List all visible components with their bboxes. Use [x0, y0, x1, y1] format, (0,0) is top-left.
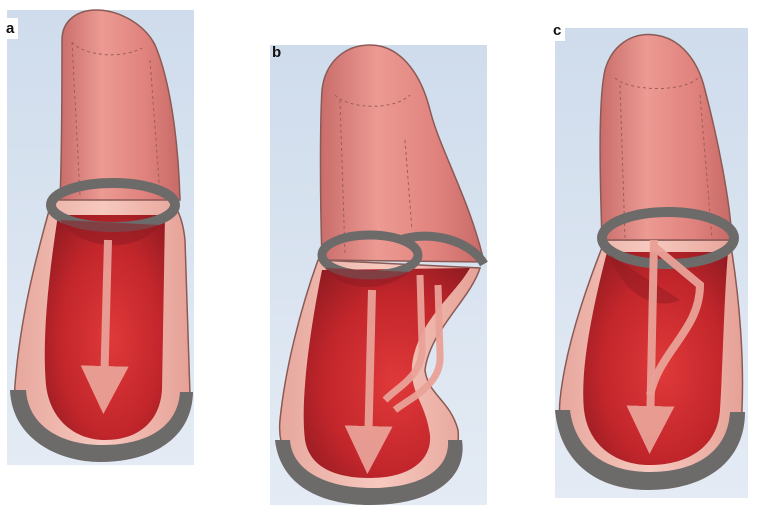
panel-c-label: c [549, 20, 565, 41]
panel-b-label: b [268, 42, 285, 63]
panel-a-heart [10, 10, 193, 462]
panel-c-flow-arrow-main [650, 240, 654, 430]
panel-b-heart [275, 45, 484, 505]
panel-b-atrium [321, 45, 485, 262]
panel-a-flow-arrow [104, 240, 108, 390]
panel-b-flow-arrow-main [368, 290, 372, 450]
panel-a-atrium [60, 10, 180, 200]
panel-a-label: a [2, 18, 18, 39]
panel-c-heart [555, 35, 745, 490]
